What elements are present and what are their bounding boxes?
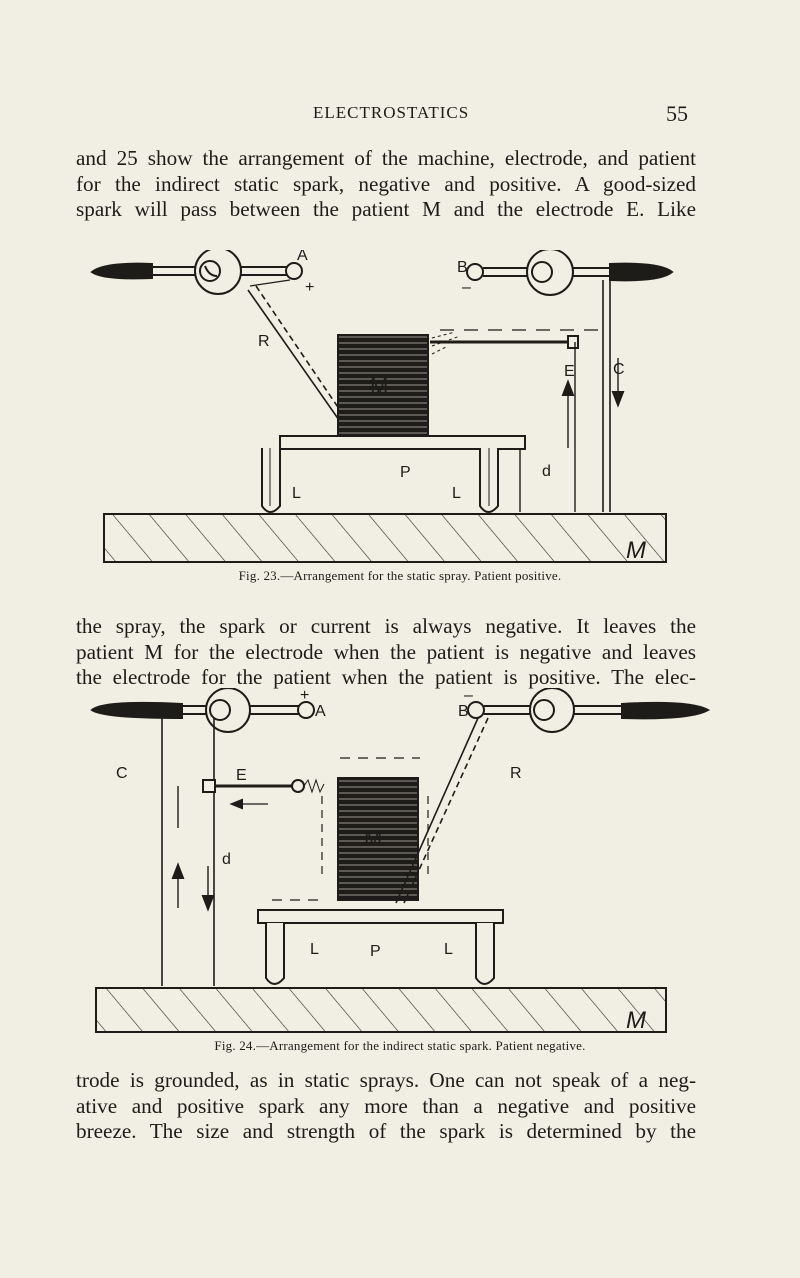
label-d: d (542, 463, 551, 480)
figure-24-caption: Fig. 24.—Arrangement for the indirect st… (214, 1038, 586, 1053)
label-p: P (370, 943, 381, 960)
label-m: M (364, 826, 382, 851)
figure-23: A B + – R M E C P L L d M Fig. 23.—Arran… (0, 250, 800, 590)
label-l2: L (452, 485, 461, 502)
figure-23-drawing: A B + – R M E C P L L d M (90, 250, 674, 564)
right-handle (609, 262, 674, 282)
label-l: L (310, 941, 319, 958)
running-title: ELECTROSTATICS (313, 103, 470, 122)
label-c: C (116, 765, 128, 782)
left-handle (90, 262, 153, 280)
label-r: R (258, 333, 270, 350)
text-line: ative and positive spark any more than a… (76, 1093, 696, 1118)
label-c: C (613, 361, 625, 378)
right-handle (621, 701, 711, 720)
pole-a (285, 262, 303, 280)
label-b: B (457, 259, 468, 276)
body-paragraph-1: and 25 show the arrangement of the machi… (76, 146, 696, 223)
body-paragraph-2: the spray, the spark or current is alway… (76, 614, 696, 691)
text-line: and 25 show the arrangement of the machi… (76, 146, 696, 170)
text-line: trode is grounded, as in static sprays. … (76, 1068, 696, 1092)
label-e: E (564, 363, 575, 380)
label-a: A (315, 703, 326, 720)
label-r: R (510, 765, 522, 782)
monogram: M (626, 1007, 646, 1034)
left-pulley (205, 688, 251, 733)
text-line: spark will pass between the patient M an… (76, 197, 696, 221)
pole-b (467, 701, 485, 719)
text-line: the spray, the spark or current is alway… (76, 614, 696, 638)
floor (103, 513, 667, 563)
page-number: 55 (666, 101, 688, 126)
right-pulley (529, 688, 575, 733)
text-line: breeze. The size and strength of the spa… (76, 1119, 696, 1143)
floor (95, 987, 667, 1033)
label-m: M (370, 374, 388, 399)
figure-24: A B + – E R C M d L P L M Fig. 24.—Arran… (0, 688, 800, 1058)
text-line: for the indirect static spark, negative … (76, 171, 696, 196)
label-minus: – (464, 688, 473, 704)
label-p: P (400, 464, 411, 481)
label-minus: – (462, 279, 471, 296)
label-l2: L (444, 941, 453, 958)
pole-a (297, 701, 315, 719)
pole-b (466, 263, 484, 281)
label-l: L (292, 485, 301, 502)
label-d: d (222, 851, 231, 868)
label-plus: + (300, 688, 309, 704)
figure-24-drawing: A B + – E R C M d L P L M (90, 688, 711, 1034)
right-pulley (526, 250, 574, 296)
running-head: ELECTROSTATICS 55 (0, 101, 800, 127)
body-paragraph-3: trode is grounded, as in static sprays. … (76, 1068, 696, 1145)
figure-23-caption: Fig. 23.—Arrangement for the static spra… (238, 568, 562, 583)
left-pulley (194, 250, 242, 295)
text-line: the electrode for the patient when the p… (76, 665, 696, 689)
text-line: patient M for the electrode when the pat… (76, 639, 696, 664)
label-plus: + (305, 279, 314, 296)
left-handle (90, 701, 183, 720)
label-b: B (458, 703, 469, 720)
monogram: M (626, 537, 646, 564)
label-e: E (236, 767, 247, 784)
label-a: A (297, 250, 308, 264)
patient-block (337, 777, 419, 901)
